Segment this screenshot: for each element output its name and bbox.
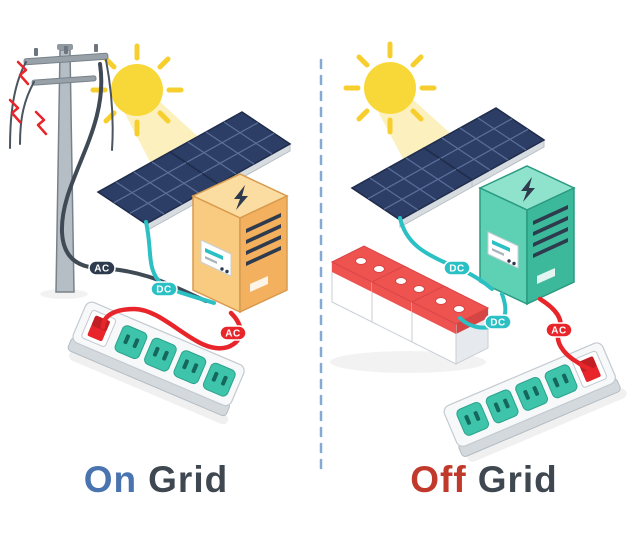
inverter-label-sticker bbox=[250, 276, 268, 292]
power-outlet bbox=[456, 401, 490, 436]
power-outlet bbox=[485, 389, 519, 424]
off-grid-label-primary: Off bbox=[410, 459, 466, 500]
power-outlet bbox=[114, 325, 148, 360]
off-grid-scene: DC DC AC Off Grid bbox=[330, 41, 627, 500]
strip-shadow bbox=[467, 388, 627, 462]
dc-wire bbox=[144, 220, 216, 305]
power-strip-icon bbox=[67, 301, 245, 425]
inverter-label-sticker bbox=[537, 268, 555, 284]
ac-badge: AC bbox=[219, 325, 247, 341]
ac-badge: AC bbox=[545, 322, 573, 338]
panel-grid-lines bbox=[439, 117, 529, 171]
on-grid-label-primary: On bbox=[84, 459, 137, 500]
panel-grid-lines bbox=[185, 121, 275, 175]
svg-text:DC: DC bbox=[490, 318, 505, 329]
dc-badge: DC bbox=[150, 281, 178, 297]
power-outlet bbox=[173, 350, 207, 385]
pole-shadow bbox=[40, 289, 88, 299]
svg-text:AC: AC bbox=[225, 329, 240, 340]
sun-disc bbox=[364, 62, 416, 114]
power-outlet bbox=[544, 364, 578, 399]
insulators bbox=[34, 44, 98, 56]
on-grid-label: On Grid bbox=[84, 459, 228, 500]
bolt-icon bbox=[521, 177, 535, 202]
off-grid-label-secondary: Grid bbox=[478, 459, 558, 500]
panel-grid-lines bbox=[367, 157, 457, 211]
svg-text:AC: AC bbox=[94, 264, 109, 275]
sun-rays bbox=[343, 41, 437, 135]
on-grid-label-secondary: Grid bbox=[148, 459, 228, 500]
power-line-wires bbox=[9, 59, 114, 151]
bolt-icon bbox=[234, 185, 248, 210]
ac-badge: AC bbox=[88, 260, 116, 276]
power-outlet bbox=[144, 337, 177, 372]
dc-badge: DC bbox=[484, 314, 512, 330]
crossarm-top bbox=[23, 52, 109, 66]
panel-grid-lines bbox=[113, 161, 203, 215]
inverter-icon bbox=[191, 173, 289, 314]
lightning-spark-icon bbox=[8, 60, 48, 136]
svg-text:DC: DC bbox=[156, 285, 171, 296]
inverter-icon bbox=[478, 165, 576, 306]
power-outlets bbox=[456, 364, 578, 436]
power-strip-icon bbox=[443, 342, 627, 462]
inverter-display bbox=[200, 239, 232, 277]
off-grid-label: Off Grid bbox=[410, 459, 558, 500]
power-outlet bbox=[202, 362, 236, 397]
strip-shadow bbox=[69, 350, 229, 425]
crossarm-bottom bbox=[31, 75, 97, 86]
solar-panel-icon bbox=[350, 107, 546, 228]
svg-text:DC: DC bbox=[449, 264, 464, 275]
inverter-display bbox=[487, 231, 519, 269]
dc-badge: DC bbox=[443, 260, 471, 276]
sun-disc bbox=[111, 64, 163, 116]
battery-icon bbox=[410, 285, 490, 365]
on-grid-scene: AC DC AC On Grid bbox=[8, 43, 292, 500]
ac-output-wire bbox=[537, 296, 593, 372]
svg-text:AC: AC bbox=[551, 326, 566, 337]
power-outlet bbox=[515, 376, 548, 411]
power-outlets bbox=[114, 325, 236, 397]
inverter-vents bbox=[533, 205, 568, 258]
inverter-vents bbox=[246, 213, 281, 266]
battery-bank bbox=[330, 245, 490, 373]
